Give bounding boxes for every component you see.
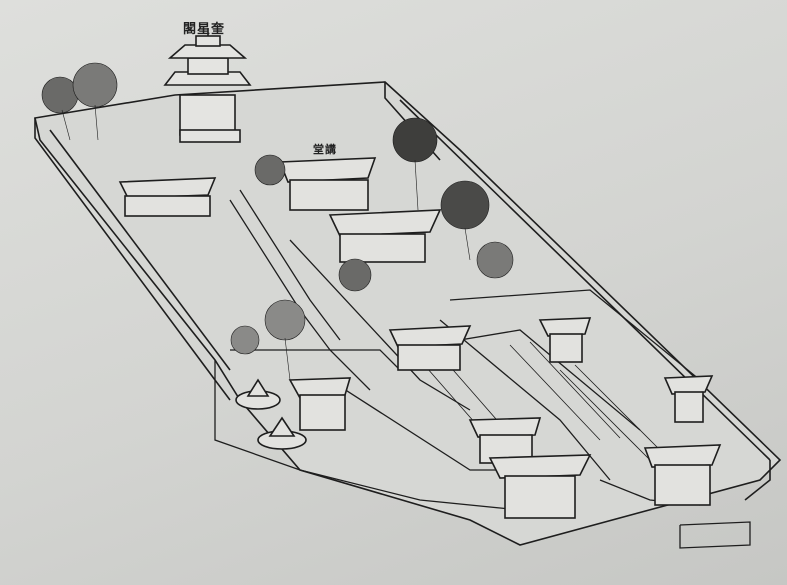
tower: [663, 375, 714, 423]
front-gate: [488, 454, 592, 519]
main-hall: [328, 209, 442, 263]
gate-hall: [388, 325, 472, 371]
study-room: [288, 377, 352, 431]
side-hall: [118, 177, 217, 217]
lecture-hall-label: 堂講: [313, 143, 337, 156]
shrine: [538, 317, 592, 363]
trees: [41, 62, 514, 381]
stele-2: [257, 416, 307, 450]
buildings: [118, 157, 722, 519]
pavilion-label: 閣星奎: [183, 22, 226, 37]
lecture-hall: [278, 157, 377, 211]
paths: [419, 341, 666, 461]
kuixing-pavilion: [163, 28, 252, 143]
stele-1: [235, 378, 281, 410]
side-gate: [643, 444, 722, 506]
